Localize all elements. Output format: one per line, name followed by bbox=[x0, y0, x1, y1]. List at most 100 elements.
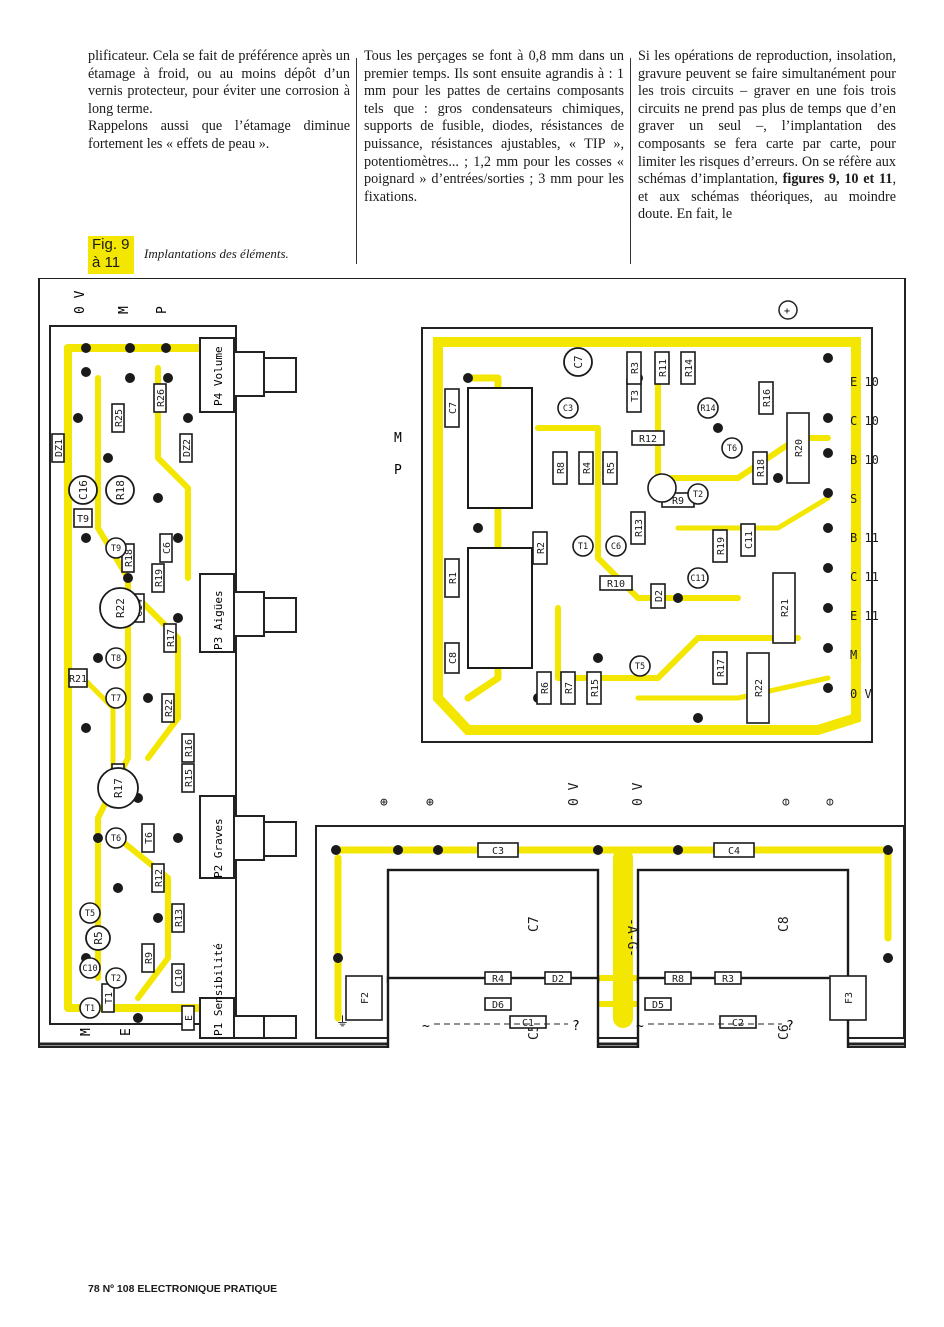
transistor-body bbox=[629, 655, 651, 677]
component-label: R16 bbox=[762, 389, 773, 407]
component-label: R3 bbox=[722, 974, 734, 985]
solder-pad bbox=[823, 353, 833, 363]
pot-p4-label: P4 Volume bbox=[212, 346, 225, 406]
solder-pad bbox=[883, 953, 893, 963]
component-body bbox=[758, 381, 774, 415]
component-label: R17 bbox=[166, 629, 177, 647]
component-label: D5 bbox=[652, 1000, 664, 1011]
solder-pad bbox=[153, 913, 163, 923]
component-body bbox=[560, 671, 576, 705]
board-3-bottom-labels: ~ ? ~ ? ⏚ bbox=[336, 1015, 794, 1034]
board-1-label-0v: 0 V bbox=[73, 290, 88, 314]
component-label: R12 bbox=[154, 869, 165, 887]
transistor-label: T1 bbox=[85, 1004, 95, 1014]
component-body bbox=[73, 508, 93, 528]
transistor-body bbox=[721, 437, 743, 459]
component-body bbox=[714, 971, 742, 985]
component-body bbox=[477, 842, 519, 858]
component-body bbox=[630, 511, 646, 545]
board-3-outline bbox=[315, 825, 905, 1039]
solder-pad bbox=[103, 453, 113, 463]
component-label: R11 bbox=[658, 359, 669, 377]
board-2-pin-label: 0 V bbox=[850, 687, 872, 701]
copper-track bbox=[535, 425, 741, 601]
copper-track bbox=[464, 374, 502, 702]
component-label: R1 bbox=[448, 572, 459, 584]
transistor-body bbox=[557, 397, 579, 419]
solder-pad bbox=[593, 845, 603, 855]
component-label: R22 bbox=[164, 699, 175, 717]
text-column-3: Si les opérations de reproduction, insol… bbox=[638, 48, 896, 224]
capacitor-label: R17 bbox=[112, 778, 125, 798]
transistor-label: C3 bbox=[563, 404, 573, 414]
transistor-body bbox=[105, 537, 127, 559]
capacitor-body bbox=[386, 976, 600, 1048]
component-label: R22 bbox=[754, 679, 765, 697]
board-2-pin-label: C 10 bbox=[850, 414, 879, 428]
figure-reference: figures 9, 10 et 11 bbox=[782, 171, 893, 188]
figure-frame: R26R25DZ1DZ2T9C6R18R19C14R17R21R22R16R15… bbox=[38, 278, 906, 1048]
board-3-top-label: ⊖ bbox=[779, 798, 794, 806]
transistor-body bbox=[697, 397, 719, 419]
component-label: C7 bbox=[448, 402, 459, 414]
solder-pad bbox=[125, 343, 135, 353]
solder-pad bbox=[823, 413, 833, 423]
component-label: T9 bbox=[77, 514, 89, 525]
solder-pad bbox=[823, 603, 833, 613]
solder-pad bbox=[81, 343, 91, 353]
component-label: R18 bbox=[124, 549, 135, 567]
component-body bbox=[544, 971, 572, 985]
component-body bbox=[536, 671, 552, 705]
solder-pad bbox=[393, 845, 403, 855]
board-1-label-m-bottom: M bbox=[79, 1028, 94, 1036]
component-label: R5 bbox=[606, 462, 617, 474]
board-3-top-label: 0 V bbox=[567, 782, 582, 806]
capacitor-body bbox=[99, 587, 141, 629]
pot-p2: P2 Graves bbox=[199, 795, 297, 879]
component-body bbox=[151, 563, 165, 593]
transistor-label: T5 bbox=[635, 662, 645, 672]
component-body bbox=[171, 903, 185, 933]
board-2-pin-label: B 11 bbox=[850, 531, 879, 545]
solder-pad bbox=[125, 373, 135, 383]
component-body bbox=[111, 403, 125, 433]
column3-text-a: Si les opérations de reproduction, insol… bbox=[638, 48, 896, 188]
component-label: D6 bbox=[492, 1000, 504, 1011]
capacitor-label: R18 bbox=[114, 480, 127, 500]
copper-track bbox=[675, 495, 831, 531]
component-body bbox=[171, 963, 185, 993]
solder-pad bbox=[883, 845, 893, 855]
component-body bbox=[680, 351, 696, 385]
copper-track bbox=[635, 675, 831, 701]
column2-paragraph: Tous les perçages se font à 0,8 mm dans … bbox=[364, 48, 624, 205]
component-body bbox=[345, 975, 383, 1021]
component-label: R2 bbox=[536, 542, 547, 554]
component-label: C10 bbox=[174, 969, 185, 987]
copper-track bbox=[555, 605, 801, 681]
component-label: R14 bbox=[684, 359, 695, 377]
board-1-pots: P4 Volume P3 Aigües P2 Graves P1 Sensibi… bbox=[199, 337, 297, 1039]
component-body bbox=[51, 433, 65, 463]
component-body bbox=[712, 651, 728, 685]
solder-pad bbox=[673, 845, 683, 855]
copper-track bbox=[64, 344, 202, 1012]
column1-paragraph-2: Rappelons aussi que l’étamage diminue fo… bbox=[88, 118, 350, 152]
board-3-ac-label-2: ~ bbox=[636, 1019, 644, 1034]
component-label: R20 bbox=[794, 439, 805, 457]
transistor-body bbox=[105, 827, 127, 849]
component-body bbox=[153, 383, 167, 413]
component-label: R26 bbox=[156, 389, 167, 407]
pot-p3-label: P3 Aigües bbox=[212, 590, 225, 650]
component-label: T3 bbox=[630, 390, 641, 402]
board-2-outline bbox=[421, 327, 873, 743]
solder-pad bbox=[161, 343, 171, 353]
solder-pad bbox=[183, 413, 193, 423]
board-2-side-label-m: M bbox=[394, 431, 402, 446]
component-body bbox=[181, 733, 195, 763]
component-label: R6 bbox=[540, 682, 551, 694]
capacitor-c4-body bbox=[467, 387, 533, 509]
solder-pad bbox=[133, 1013, 143, 1023]
component-label: R4 bbox=[492, 974, 504, 985]
